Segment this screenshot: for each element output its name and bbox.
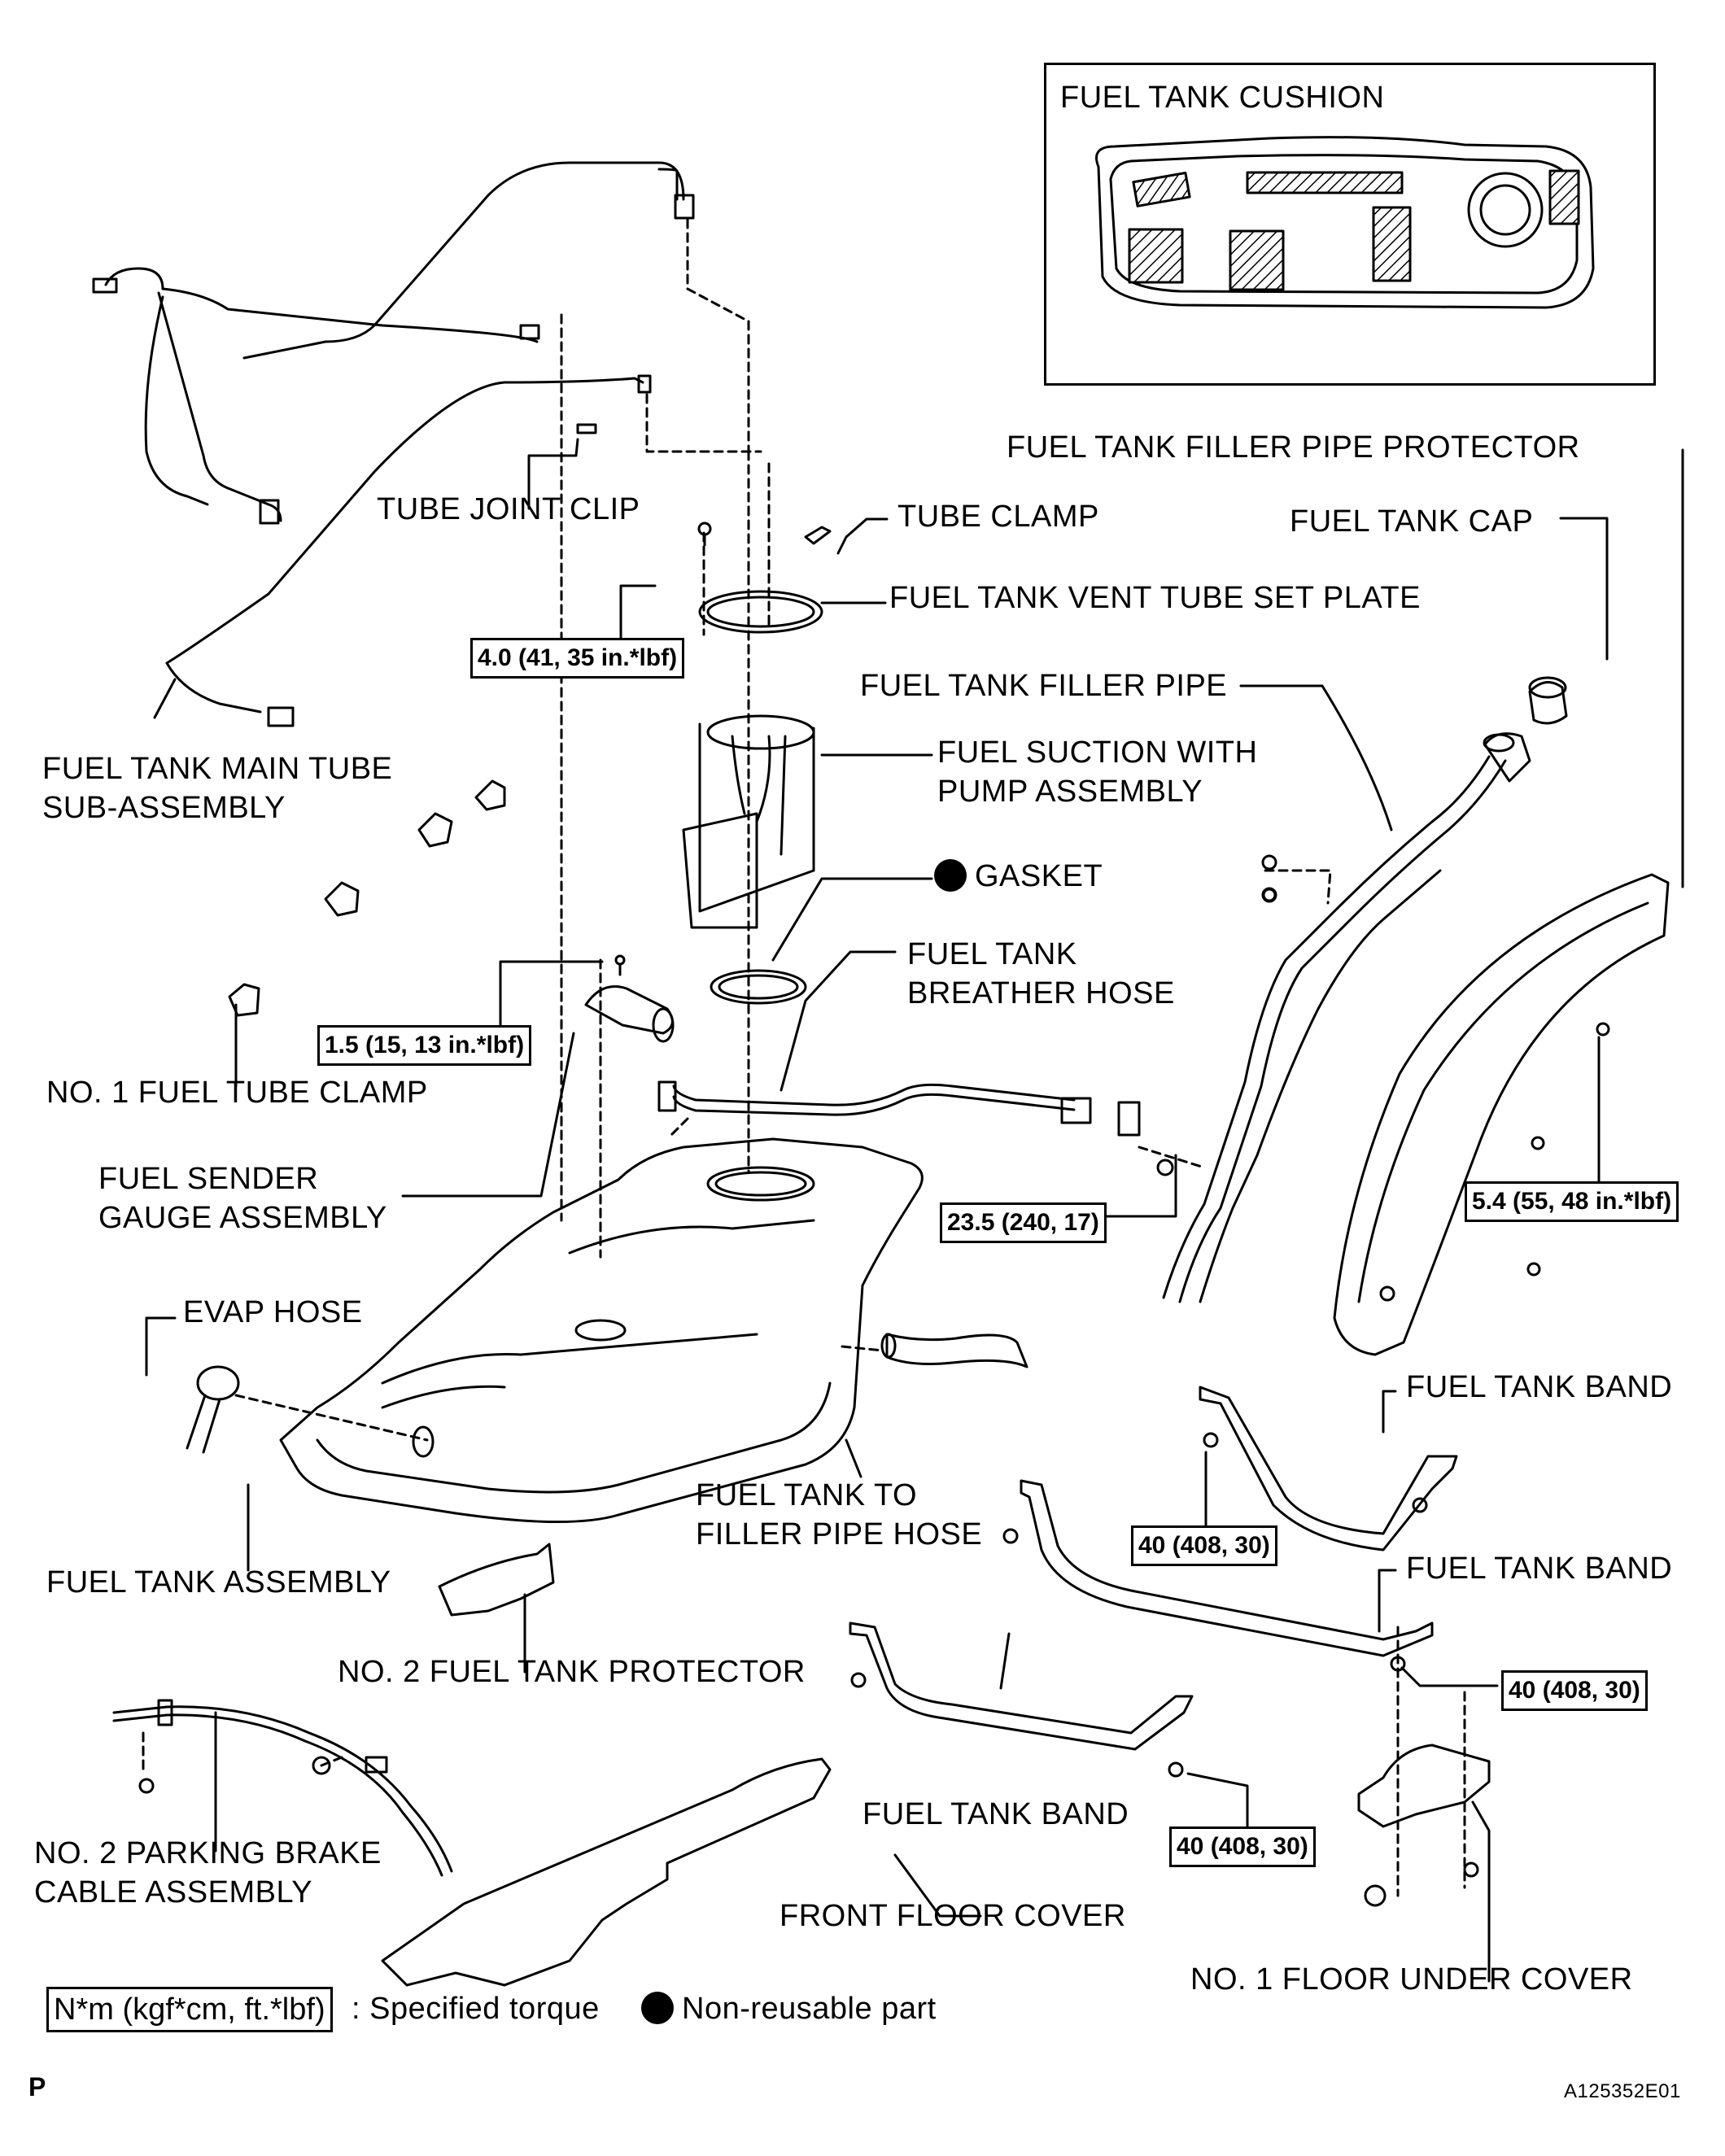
pump-drawing <box>584 590 823 1043</box>
fuel-tank-bands-drawing <box>849 1386 1458 1751</box>
fuel-tank-cushion-inset <box>1044 63 1656 386</box>
label-evap-hose: EVAP HOSE <box>183 1295 363 1329</box>
label-main-tube-line2: SUB-ASSEMBLY <box>42 791 286 825</box>
label-vent-tube-set-plate: FUEL TANK VENT TUBE SET PLATE <box>889 581 1421 615</box>
legend-torque-text: : Specified torque <box>352 1992 600 2026</box>
label-fuel-tank-band-3: FUEL TANK BAND <box>862 1797 1129 1831</box>
legend-non-reusable: Non-reusable part <box>641 1990 937 2027</box>
torque-pump-screw: 4.0 (41, 35 in.*lbf) <box>470 638 685 679</box>
alignment-lines <box>142 218 1466 1897</box>
label-suction-pump-line1: FUEL SUCTION WITH <box>937 735 1258 770</box>
label-filler-pipe: FUEL TANK FILLER PIPE <box>860 669 1228 703</box>
non-reusable-dot-icon <box>641 1992 674 2024</box>
torque-filler-pipe-bolt: 23.5 (240, 17) <box>940 1202 1107 1243</box>
label-parking-cable-line2: CABLE ASSEMBLY <box>34 1875 313 1909</box>
label-tube-clamp: TUBE CLAMP <box>897 500 1099 534</box>
inset-tank-drawing <box>1095 136 1595 309</box>
torque-band-bolt-1: 40 (408, 30) <box>1131 1525 1277 1566</box>
torque-protector-bolt: 5.4 (55, 48 in.*lbf) <box>1465 1181 1679 1222</box>
label-suction-pump-line2: PUMP ASSEMBLY <box>937 775 1203 809</box>
label-breather-hose-line2: BREATHER HOSE <box>907 976 1175 1010</box>
main-tube-drawing <box>92 161 695 727</box>
label-main-tube-line1: FUEL TANK MAIN TUBE <box>42 752 393 786</box>
figure-id: A125352E01 <box>1564 2080 1681 2102</box>
label-front-floor-cover: FRONT FLOOR COVER <box>780 1899 1126 1933</box>
torque-band-bolt-2: 40 (408, 30) <box>1501 1670 1648 1711</box>
label-no2-protector: NO. 2 FUEL TANK PROTECTOR <box>338 1655 806 1689</box>
label-filler-pipe-protector: FUEL TANK FILLER PIPE PROTECTOR <box>1007 430 1580 465</box>
filler-pipe-drawing <box>1162 732 1531 1303</box>
label-fuel-tank-cap: FUEL TANK CAP <box>1290 504 1534 539</box>
bolts-drawing <box>138 888 1610 1907</box>
torque-band-bolt-3: 40 (408, 30) <box>1169 1826 1316 1867</box>
protector-covers-drawing <box>381 1543 1491 1987</box>
label-filler-pipe-hose-line2: FILLER PIPE HOSE <box>696 1517 983 1552</box>
leader-lines <box>145 438 1684 1983</box>
label-breather-hose-line1: FUEL TANK <box>907 937 1077 971</box>
label-gasket: GASKET <box>934 858 1103 895</box>
label-fuel-tank-band-1: FUEL TANK BAND <box>1406 1370 1673 1404</box>
label-fuel-tank-band-2: FUEL TANK BAND <box>1406 1552 1673 1586</box>
label-no1-floor-under-cover: NO. 1 FLOOR UNDER COVER <box>1190 1962 1633 1997</box>
label-tube-joint-clip: TUBE JOINT CLIP <box>377 492 640 526</box>
label-sender-gauge-line2: GAUGE ASSEMBLY <box>98 1201 387 1235</box>
parking-cable-drawing <box>112 1699 453 1877</box>
legend-torque-unit: N*m (kgf*cm, ft.*lbf) <box>46 1987 333 2032</box>
label-parking-cable-line1: NO. 2 PARKING BRAKE <box>34 1836 382 1870</box>
evap-hose-drawing <box>186 1365 240 1454</box>
label-filler-pipe-hose-line1: FUEL TANK TO <box>696 1478 918 1512</box>
label-no1-fuel-tube-clamp: NO. 1 FUEL TUBE CLAMP <box>46 1076 428 1110</box>
filler-protector-drawing <box>1333 873 1670 1356</box>
gasket-text: GASKET <box>975 859 1103 893</box>
non-reusable-icon <box>934 859 967 892</box>
torque-sender-screw: 1.5 (15, 13 in.*lbf) <box>317 1025 532 1066</box>
fuel-tank-cap-drawing <box>1528 676 1568 725</box>
breather-hose-drawing <box>657 1080 1141 1137</box>
label-sender-gauge-line1: FUEL SENDER <box>98 1162 319 1196</box>
label-fuel-tank-assembly: FUEL TANK ASSEMBLY <box>46 1565 391 1600</box>
filler-hose-drawing <box>880 1333 1028 1368</box>
fuel-tank-drawing <box>279 1137 924 1524</box>
legend-non-reusable-text: Non-reusable part <box>682 1992 937 2026</box>
footer-mark: P <box>28 2072 46 2101</box>
inset-title: FUEL TANK CUSHION <box>1060 81 1385 115</box>
